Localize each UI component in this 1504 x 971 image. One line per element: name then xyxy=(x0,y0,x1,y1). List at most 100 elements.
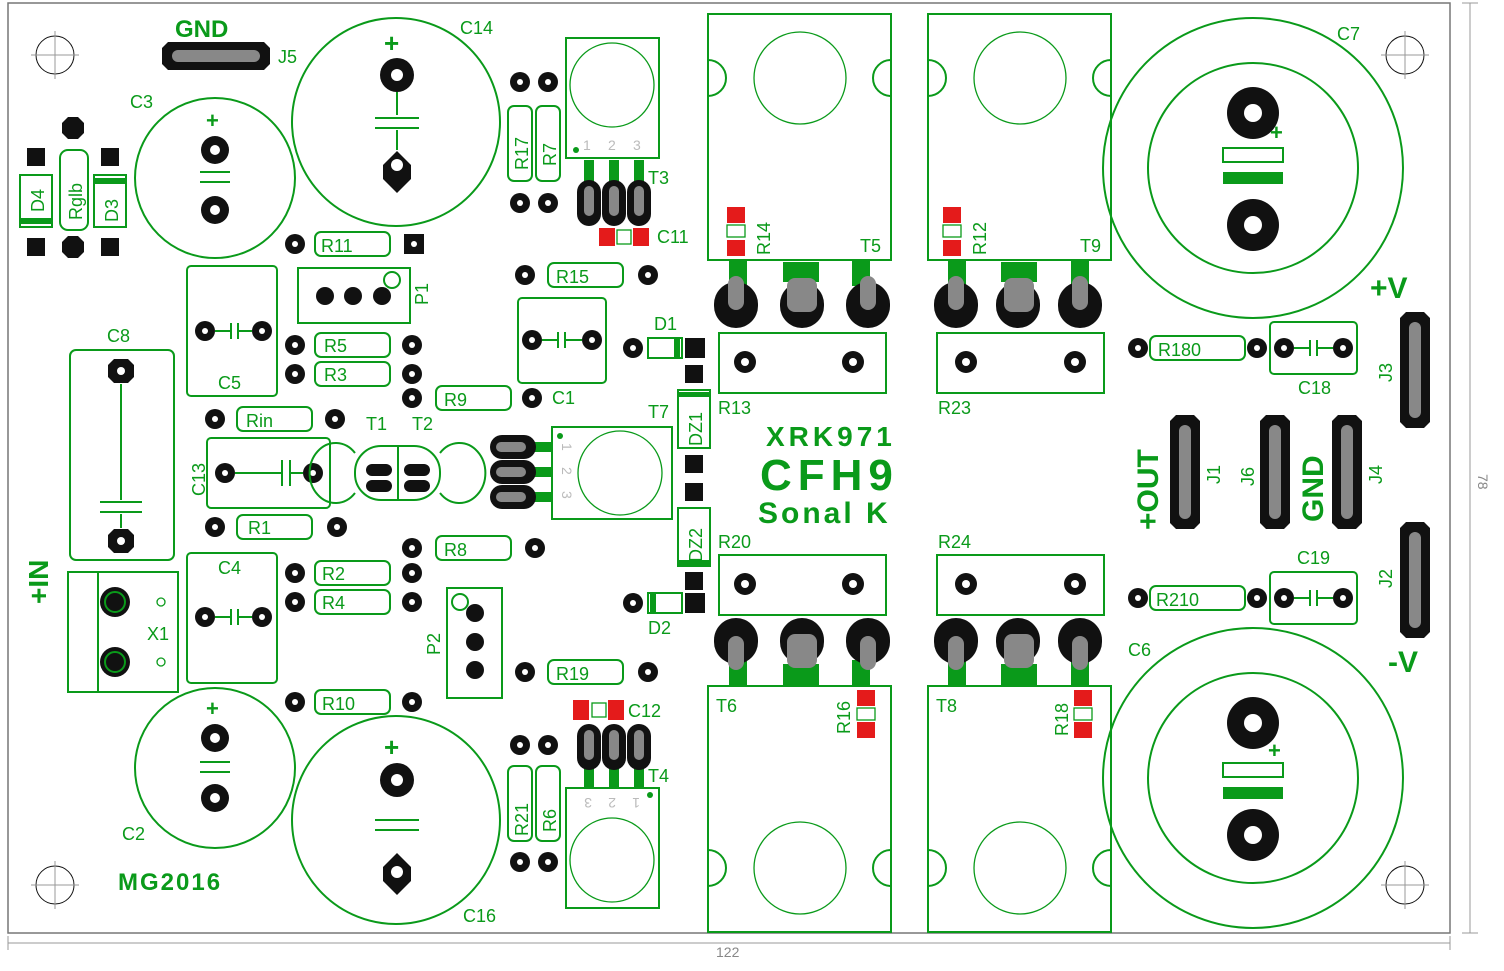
label-t7: T7 xyxy=(648,402,669,422)
jumper-j5: GND J5 xyxy=(162,16,297,70)
height-dimension: 78 xyxy=(1462,2,1491,934)
diode-d1: D1 xyxy=(623,314,705,359)
label-r24: R24 xyxy=(938,532,971,552)
resistor-r10: R10 xyxy=(285,689,422,715)
resistor-r3: R3 xyxy=(285,361,422,387)
transistor-t1-t2: T1 T2 xyxy=(308,414,487,504)
label-c19: C19 xyxy=(1297,548,1330,568)
label-t2: T2 xyxy=(412,414,433,434)
label-p1: P1 xyxy=(412,283,432,305)
label-c2: C2 xyxy=(122,824,145,844)
resistor-r23: R23 xyxy=(936,332,1105,418)
resistor-r6: R6 xyxy=(535,735,561,872)
label-r19: R19 xyxy=(556,664,589,684)
cap-c14: + C14 xyxy=(291,17,501,227)
title-line1: XRK971 xyxy=(766,421,896,452)
resistor-r4: R4 xyxy=(285,589,422,615)
signature-label: MG2016 xyxy=(118,869,222,896)
jumper-j2: J2 -V xyxy=(1376,522,1430,679)
label-t9: T9 xyxy=(1080,236,1101,256)
label-j3: J3 xyxy=(1376,363,1396,382)
label-r5: R5 xyxy=(324,336,347,356)
cap-c1 xyxy=(517,297,607,384)
resistor-r19: R19 xyxy=(515,659,658,685)
title-line2: CFH9 xyxy=(760,451,899,500)
resistor-r11: R11 xyxy=(285,231,424,257)
label-p2: P2 xyxy=(424,633,444,655)
label-r9: R9 xyxy=(444,390,467,410)
zener-dz1: DZ1 xyxy=(677,365,711,473)
cap-c6: + C6 xyxy=(1102,627,1404,929)
svg-text:1: 1 xyxy=(583,137,591,153)
cap-c2: + C2 xyxy=(122,687,296,849)
diode-d2: D2 xyxy=(623,592,705,638)
plus-v-label: +V xyxy=(1370,272,1408,305)
label-r21: R21 xyxy=(512,803,532,836)
trimmer-p1: P1 xyxy=(297,267,432,324)
label-j1: J1 xyxy=(1204,465,1224,484)
label-t3: T3 xyxy=(648,168,669,188)
out-label: +OUT xyxy=(1132,449,1165,530)
label-r180: R180 xyxy=(1158,340,1201,360)
resistor-rglb: Rglb xyxy=(59,117,89,258)
label-r16: R16 xyxy=(834,701,854,734)
transistor-t4: 3 2 1 T4 xyxy=(565,724,669,909)
cap-c19: C19 xyxy=(1269,548,1358,625)
label-c5: C5 xyxy=(218,373,241,393)
width-dim-label: 122 xyxy=(716,944,740,960)
svg-text:3: 3 xyxy=(559,491,575,499)
cap-c7: + C7 xyxy=(1102,17,1404,319)
power-transistor-t5: T5 R14 xyxy=(707,13,892,328)
jumper-j4: J4 GND xyxy=(1297,415,1386,529)
label-c1: C1 xyxy=(552,388,575,408)
smd-c12: C12 xyxy=(573,700,661,721)
label-c16: C16 xyxy=(463,906,496,926)
svg-text:+: + xyxy=(384,732,399,762)
label-c4: C4 xyxy=(218,558,241,578)
cap-c3: + C3 xyxy=(130,92,296,259)
label-r8: R8 xyxy=(444,540,467,560)
label-c6: C6 xyxy=(1128,640,1151,660)
label-r11: R11 xyxy=(321,236,353,256)
label-r15: R15 xyxy=(556,267,589,287)
label-r4: R4 xyxy=(322,593,345,613)
label-c13: C13 xyxy=(189,463,209,496)
label-d3: D3 xyxy=(102,199,122,222)
jumper-j6: J6 xyxy=(1238,415,1290,529)
label-j6: J6 xyxy=(1238,467,1258,486)
resistor-r2: R2 xyxy=(285,560,422,586)
label-r17: R17 xyxy=(512,137,532,170)
resistor-r5: R5 xyxy=(285,332,422,358)
resistor-r180: R180 xyxy=(1128,335,1267,361)
resistor-r21: R21 xyxy=(507,735,533,872)
width-dimension: 122 xyxy=(7,936,1451,960)
resistor-r17: R17 xyxy=(507,72,533,213)
label-c11: C11 xyxy=(657,227,689,247)
resistor-r13: R13 xyxy=(718,332,887,418)
label-r1: R1 xyxy=(248,518,271,538)
resistor-r8: R8 xyxy=(402,535,545,561)
label-r6: R6 xyxy=(540,809,560,832)
label-j5: J5 xyxy=(278,47,297,67)
label-r14: R14 xyxy=(754,222,774,255)
trimmer-p2: P2 xyxy=(424,587,503,699)
label-t1: T1 xyxy=(366,414,387,434)
svg-text:3: 3 xyxy=(584,795,592,811)
gnd-right-label: GND xyxy=(1297,455,1330,522)
height-dim-label: 78 xyxy=(1475,474,1491,490)
resistor-r15: R15 xyxy=(515,262,658,288)
label-rin: Rin xyxy=(246,411,273,431)
smd-c11: C11 xyxy=(599,227,689,247)
resistor-r24: R24 xyxy=(936,532,1105,616)
mounting-holes xyxy=(31,31,1429,909)
label-r18: R18 xyxy=(1052,703,1072,736)
label-c7: C7 xyxy=(1337,24,1360,44)
svg-text:+: + xyxy=(384,28,399,58)
label-r7: R7 xyxy=(540,143,560,166)
zener-dz2: DZ2 xyxy=(677,483,711,590)
cap-c16: + C16 xyxy=(291,715,501,926)
cap-c4: C4 xyxy=(186,552,278,684)
label-r23: R23 xyxy=(938,398,971,418)
terminal-x1: X1 +IN xyxy=(23,560,179,693)
